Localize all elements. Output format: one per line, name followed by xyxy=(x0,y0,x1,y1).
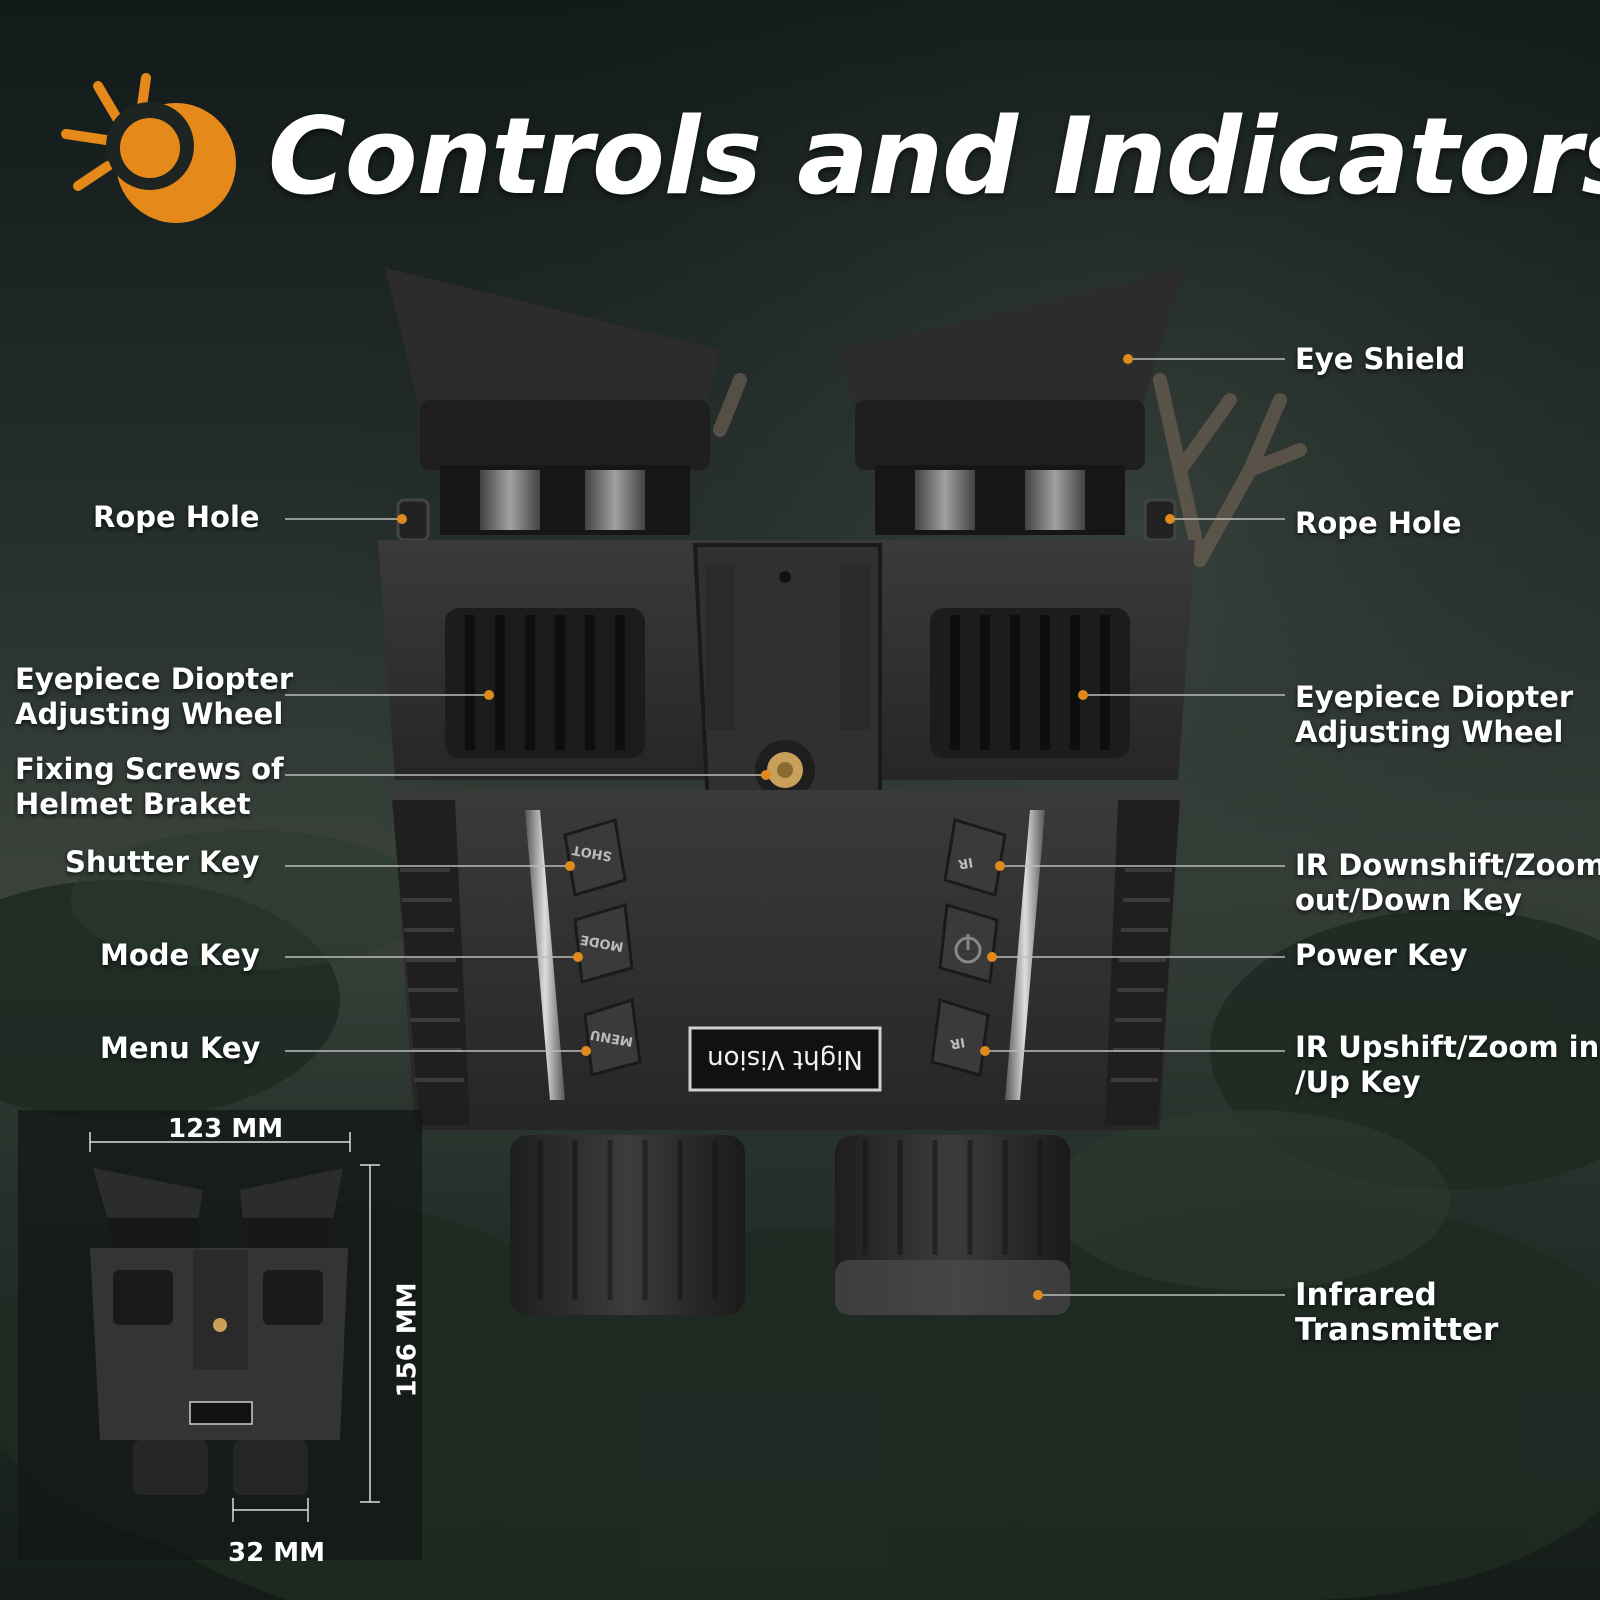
ir-down-key-text[interactable]: IR xyxy=(956,853,975,872)
label-rope-hole-left: Rope Hole xyxy=(93,500,260,534)
page-title: Controls and Indicators xyxy=(268,95,1600,218)
dimension-height: 156 MM xyxy=(392,1282,423,1398)
label-mode-key: Mode Key xyxy=(100,938,260,972)
label-power-key: Power Key xyxy=(1295,938,1468,972)
power-key-icon[interactable] xyxy=(950,935,986,971)
right-eyecup xyxy=(840,268,1185,535)
ir-up-key-text[interactable]: IR xyxy=(948,1033,967,1052)
dimensions-mini-device xyxy=(89,1132,380,1522)
label-diopter-left: Eyepiece Diopter Adjusting Wheel xyxy=(15,662,294,731)
label-diopter-right: Eyepiece Diopter Adjusting Wheel xyxy=(1295,680,1574,749)
left-eyecup xyxy=(385,268,720,535)
label-infrared-transmitter: Infrared Transmitter xyxy=(1295,1277,1499,1348)
label-menu-key: Menu Key xyxy=(100,1031,261,1065)
label-shutter-key: Shutter Key xyxy=(65,845,260,879)
label-ir-up-key: IR Upshift/Zoom in /Up Key xyxy=(1295,1030,1600,1099)
sun-moon-logo-icon xyxy=(61,73,236,223)
dimension-width: 123 MM xyxy=(168,1114,284,1144)
label-eye-shield: Eye Shield xyxy=(1295,342,1466,376)
label-fixing-screws: Fixing Screws of Helmet Braket xyxy=(15,752,284,821)
label-rope-hole-right: Rope Hole xyxy=(1295,506,1462,540)
label-ir-down-key: IR Downshift/Zoom out/Down Key xyxy=(1295,848,1600,917)
badge-night-vision: Night Vision xyxy=(707,1044,863,1074)
dimension-depth: 32 MM xyxy=(228,1538,325,1568)
